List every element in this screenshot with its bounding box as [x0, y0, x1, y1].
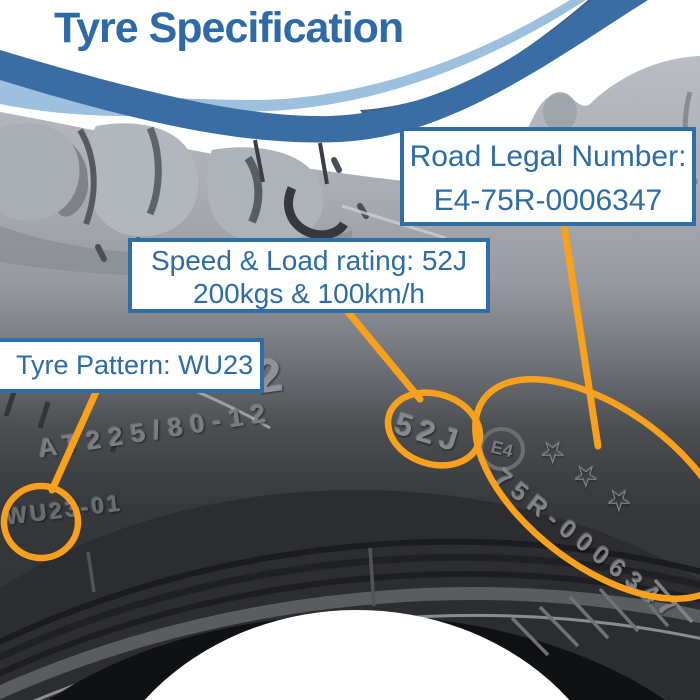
tyre-pattern-label: Tyre Pattern: WU23	[16, 350, 254, 380]
speed-load-line1: Speed & Load rating: 52J	[150, 245, 467, 276]
speed-load-line2: 200kgs & 100km/h	[193, 278, 425, 309]
annotation-line-pattern	[48, 388, 100, 494]
tread-sipes	[253, 139, 329, 185]
swoosh-band-light	[0, 0, 586, 117]
road-legal-line2: E4-75R-0006347	[433, 184, 663, 217]
annotation-line-road-legal	[560, 221, 602, 450]
tread-ridge-highlight	[341, 204, 447, 240]
annotation-line-speed	[344, 308, 424, 403]
annotation-ellipse-road-legal	[472, 376, 700, 602]
callout-road-legal-number: Road Legal Number: E4-75R-0006347	[400, 127, 696, 226]
swoosh-band-medium	[0, 0, 648, 143]
annotation-circle-pattern	[0, 482, 82, 562]
mold-seams	[86, 547, 376, 607]
tread-curved-groove	[284, 186, 348, 240]
page-title: Tyre Specification	[54, 4, 404, 52]
road-legal-line1: Road Legal Number:	[409, 140, 687, 173]
annotation-orange-group	[0, 221, 700, 602]
tyre-inner-hole	[144, 610, 570, 700]
callout-tyre-pattern: Tyre Pattern: WU23	[0, 338, 264, 393]
callout-speed-load-rating: Speed & Load rating: 52J 200kgs & 100km/…	[128, 238, 490, 313]
